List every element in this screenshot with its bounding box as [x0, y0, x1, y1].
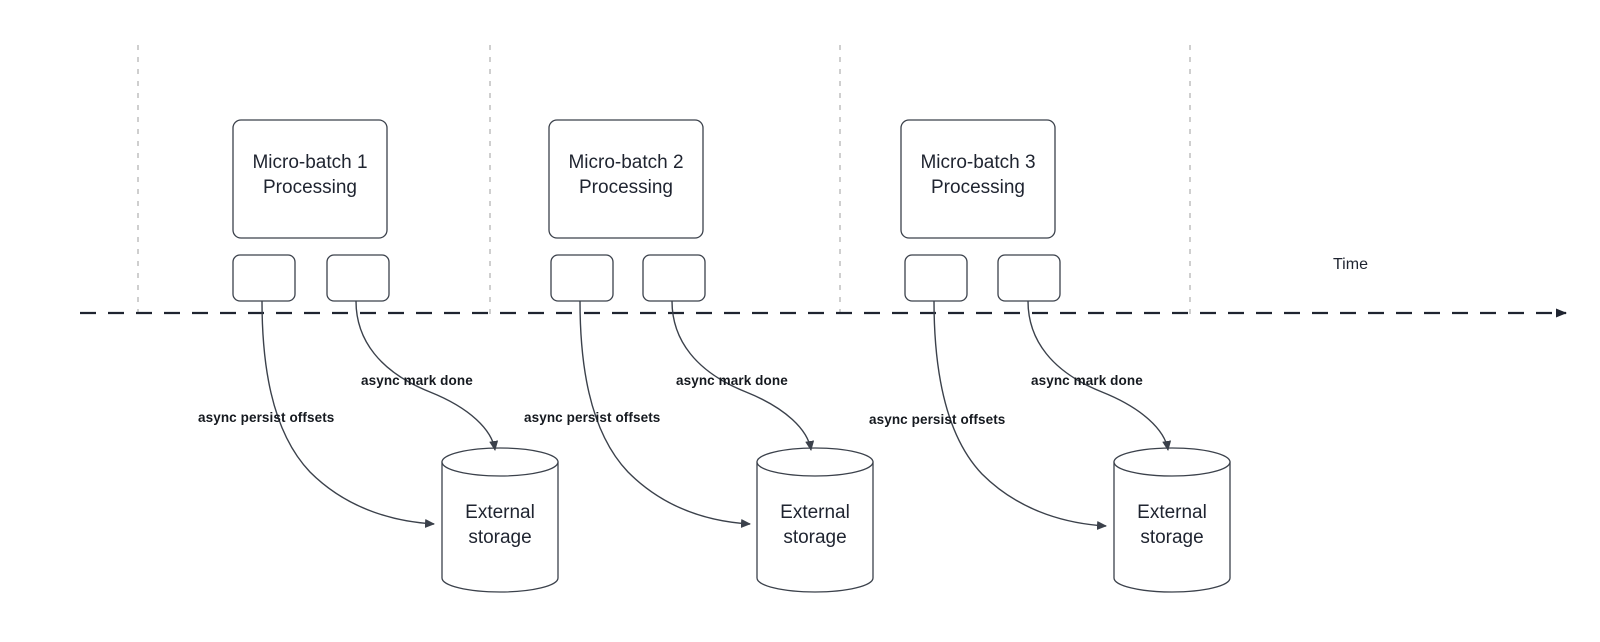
edge-label-async-mark-done: async mark done [676, 373, 788, 388]
task-box-right[interactable] [997, 254, 1061, 302]
edge-async-mark-done [1027, 300, 1172, 451]
storage-cylinder-top [756, 447, 874, 477]
edge-label-async-persist-offsets: async persist offsets [198, 410, 335, 425]
task-box-left[interactable] [904, 254, 968, 302]
task-box-right[interactable] [642, 254, 706, 302]
storage-cylinder-top [441, 447, 559, 477]
task-box-right[interactable] [326, 254, 390, 302]
edge-label-async-mark-done: async mark done [1031, 373, 1143, 388]
storage-cylinder-body[interactable] [756, 461, 874, 593]
edge-label-async-mark-done: async mark done [361, 373, 473, 388]
edge-async-mark-done [671, 300, 815, 451]
storage-cylinder-body[interactable] [441, 461, 559, 593]
task-box-left[interactable] [550, 254, 614, 302]
time-axis-label: Time [1333, 256, 1368, 273]
group-1 [232, 119, 559, 593]
group-2 [548, 119, 874, 593]
storage-cylinder-body[interactable] [1113, 461, 1231, 593]
edge-async-persist-offsets [261, 300, 435, 528]
group-3 [900, 119, 1231, 593]
edge-label-async-persist-offsets: async persist offsets [869, 412, 1006, 427]
edge-async-persist-offsets [579, 300, 751, 528]
edge-label-async-persist-offsets: async persist offsets [524, 410, 661, 425]
storage-cylinder-top [1113, 447, 1231, 477]
edge-async-mark-done [355, 300, 499, 451]
edge-async-persist-offsets [933, 300, 1107, 530]
micro-batch-box[interactable] [232, 119, 388, 239]
task-box-left[interactable] [232, 254, 296, 302]
micro-batch-box[interactable] [900, 119, 1056, 239]
micro-batch-box[interactable] [548, 119, 704, 239]
